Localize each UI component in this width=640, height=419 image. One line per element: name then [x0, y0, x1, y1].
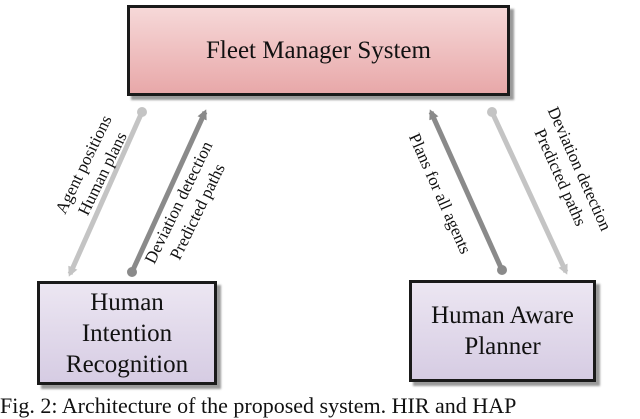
human-intention-recognition-box: Human Intention Recognition — [37, 281, 217, 385]
human-intention-recognition-label: Human Intention Recognition — [65, 288, 189, 378]
figure-caption: Fig. 2: Architecture of the proposed sys… — [0, 393, 517, 418]
fleet-manager-system-box: Fleet Manager System — [127, 5, 510, 96]
fleet-manager-system-label: Fleet Manager System — [206, 36, 431, 64]
arrow-hir-to-fms-tail — [127, 267, 137, 277]
arrow-hap-to-fms-tail — [497, 265, 507, 275]
arrow-hap-to-fms — [428, 109, 505, 272]
human-aware-planner-label: Human Aware Planner — [431, 302, 574, 360]
arrow-fms-to-hap-tail — [487, 107, 497, 117]
arrow-fms-to-hap — [489, 110, 569, 275]
arrow-fms-to-hir-tail — [137, 107, 147, 117]
arrow-hir-to-fms — [129, 109, 208, 274]
human-aware-planner-box: Human Aware Planner — [409, 280, 596, 382]
arrow-fms-to-hir — [67, 110, 145, 277]
